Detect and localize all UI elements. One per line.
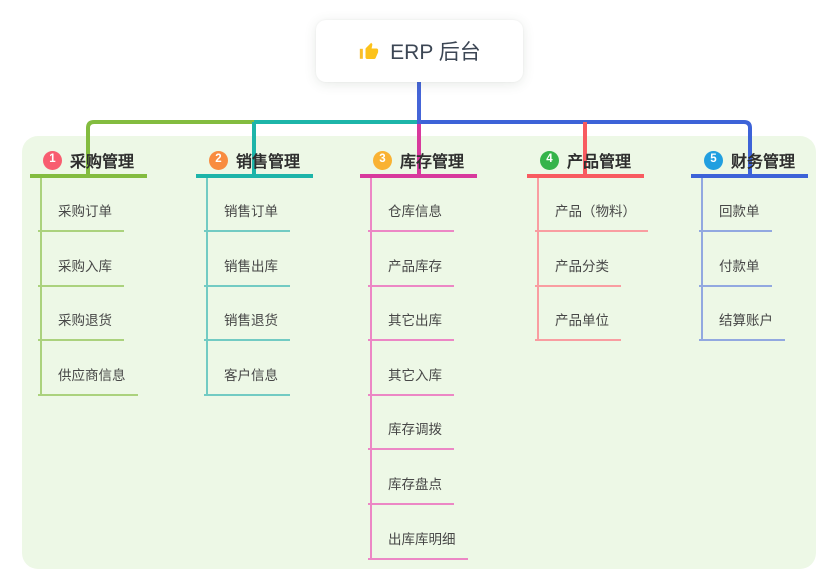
branch-2-tree-line (206, 178, 208, 396)
branch-node-1[interactable]: 1 采购管理 (30, 146, 147, 178)
leaf-node[interactable]: 采购退货 (38, 311, 124, 342)
branch-number-badge: 5 (703, 150, 723, 170)
leaf-node[interactable]: 销售订单 (204, 202, 290, 232)
branch-node-4[interactable]: 4 产品管理 (527, 146, 644, 178)
leaf-node[interactable]: 产品单位 (535, 311, 621, 342)
root-title: ERP 后台 (390, 41, 481, 64)
leaf-node[interactable]: 库存调拨 (368, 420, 454, 451)
branch-node-5[interactable]: 5 财务管理 (691, 146, 808, 178)
leaf-node[interactable]: 供应商信息 (38, 366, 138, 396)
branch-node-2[interactable]: 2 销售管理 (196, 146, 313, 178)
leaf-node[interactable]: 结算账户 (699, 311, 785, 342)
leaf-node[interactable]: 销售出库 (204, 257, 290, 287)
branch-title: 产品管理 (566, 154, 631, 171)
branch-number-badge: 4 (539, 150, 559, 170)
leaf-node[interactable]: 回款单 (699, 202, 772, 232)
leaf-node[interactable]: 采购入库 (38, 257, 124, 287)
leaf-node[interactable]: 其它出库 (368, 311, 454, 342)
leaf-node[interactable]: 客户信息 (204, 366, 290, 396)
branch-node-3[interactable]: 3 库存管理 (360, 146, 477, 178)
branch-title: 销售管理 (235, 154, 300, 171)
branch-number-badge: 2 (208, 150, 228, 170)
root-node-erp[interactable]: ERP 后台 (316, 20, 523, 82)
branch-1-tree-line (40, 178, 42, 396)
branch-number-badge: 3 (372, 150, 392, 170)
branch-title: 财务管理 (730, 154, 795, 171)
thumbs-up-icon (358, 40, 380, 62)
leaf-node[interactable]: 出库库明细 (368, 530, 468, 560)
branch-number-badge: 1 (42, 150, 62, 170)
branch-4-tree-line (537, 178, 539, 342)
leaf-node[interactable]: 其它入库 (368, 366, 454, 396)
leaf-node[interactable]: 仓库信息 (368, 202, 454, 232)
leaf-node[interactable]: 产品分类 (535, 257, 621, 287)
leaf-node[interactable]: 产品库存 (368, 257, 454, 287)
branch-title: 采购管理 (69, 154, 134, 171)
leaf-node[interactable]: 产品（物料） (535, 202, 648, 232)
branches-panel (22, 136, 816, 569)
leaf-node[interactable]: 付款单 (699, 257, 772, 287)
leaf-node[interactable]: 库存盘点 (368, 475, 454, 505)
branch-title: 库存管理 (399, 154, 464, 171)
branch-5-tree-line (701, 178, 703, 342)
branch-3-tree-line (370, 178, 372, 560)
leaf-node[interactable]: 销售退货 (204, 311, 290, 342)
leaf-node[interactable]: 采购订单 (38, 202, 124, 232)
